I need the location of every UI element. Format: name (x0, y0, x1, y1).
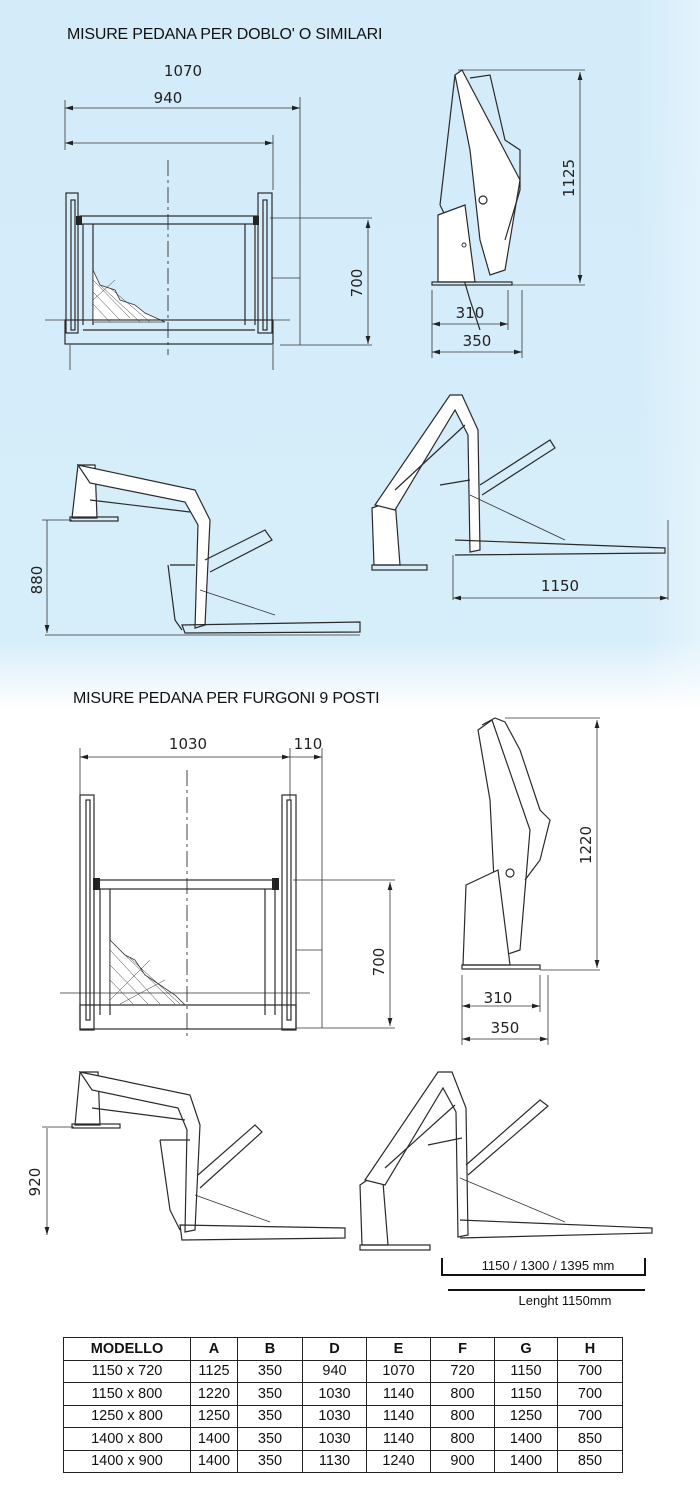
side-view-doblo: 1125 310 350 (431, 69, 585, 358)
dim-depth-inner: 310 (484, 989, 513, 1007)
table-cell-d: 1030 (302, 1404, 367, 1428)
table-cell-modello: 1150 x 720 (63, 1359, 191, 1383)
table-cell-g: 1400 (494, 1449, 558, 1473)
table-cell-b: 350 (237, 1427, 303, 1451)
header-g: G (494, 1337, 558, 1361)
table-cell-b: 350 (237, 1404, 303, 1428)
table-cell-a: 1400 (190, 1449, 238, 1473)
front-view-doblo: 1070 940 700 (45, 62, 372, 370)
table-cell-a: 1220 (190, 1382, 238, 1406)
table-cell-e: 1140 (366, 1382, 431, 1406)
table-cell-e: 1140 (366, 1427, 431, 1451)
table-cell-h: 700 (557, 1382, 623, 1406)
table-cell-f: 800 (430, 1427, 495, 1451)
length-options: 1150 / 1300 / 1395 mm (482, 1258, 615, 1273)
deployed-view-doblo: 880 (28, 464, 361, 636)
length-note: Lenght 1150mm (519, 1293, 612, 1308)
table-cell-modello: 1150 x 800 (63, 1382, 191, 1406)
table-cell-h: 700 (557, 1359, 623, 1383)
side-view-furgoni: 1220 310 350 (461, 717, 600, 1045)
deployed-view-furgoni: 920 (26, 1071, 346, 1241)
table-cell-f: 800 (430, 1404, 495, 1428)
dim-height: 700 (348, 269, 366, 298)
dim-depth-inner: 310 (456, 304, 485, 322)
dim-deployed-height: 920 (26, 1168, 44, 1197)
dim-width-outer: 1070 (164, 62, 202, 80)
table-cell-h: 700 (557, 1404, 623, 1428)
table-cell-a: 1125 (190, 1359, 238, 1383)
dim-deployed-height: 880 (28, 566, 46, 595)
table-cell-e: 1140 (366, 1404, 431, 1428)
dim-width: 1030 (169, 735, 207, 753)
table-header-row: MODELLO A B D E F G H (63, 1337, 623, 1361)
table-cell-e: 1070 (366, 1359, 431, 1383)
deployed-view-doblo-2: 1150 (371, 394, 669, 601)
dim-depth-outer: 350 (491, 1019, 520, 1037)
header-d: D (302, 1337, 367, 1361)
table-cell-b: 350 (237, 1382, 303, 1406)
section-background (0, 0, 700, 720)
table-cell-d: 1130 (302, 1449, 367, 1473)
table-cell-h: 850 (557, 1449, 623, 1473)
table-cell-g: 1400 (494, 1427, 558, 1451)
table-cell-modello: 1250 x 800 (63, 1404, 191, 1428)
table-cell-e: 1240 (366, 1449, 431, 1473)
table-cell-modello: 1400 x 800 (63, 1427, 191, 1451)
table-cell-b: 350 (237, 1359, 303, 1383)
table-cell-b: 350 (237, 1449, 303, 1473)
table-cell-d: 940 (302, 1359, 367, 1383)
dim-height: 700 (370, 948, 388, 977)
table-cell-h: 850 (557, 1427, 623, 1451)
table-cell-g: 1250 (494, 1404, 558, 1428)
table-cell-a: 1400 (190, 1427, 238, 1451)
table-cell-modello: 1400 x 900 (63, 1449, 191, 1473)
header-b: B (237, 1337, 303, 1361)
deployed-view-furgoni-2: 1150 / 1300 / 1395 mm Lenght 1150mm (359, 1071, 653, 1308)
table-cell-f: 900 (430, 1449, 495, 1473)
dim-width-inner: 940 (154, 89, 183, 107)
table-cell-a: 1250 (190, 1404, 238, 1428)
header-f: F (430, 1337, 495, 1361)
header-h: H (557, 1337, 623, 1361)
dim-depth-outer: 350 (463, 332, 492, 350)
header-a: A (190, 1337, 238, 1361)
table-cell-g: 1150 (494, 1359, 558, 1383)
table-cell-d: 1030 (302, 1427, 367, 1451)
section1-title: MISURE PEDANA PER DOBLO' O SIMILARI (67, 26, 383, 43)
table-cell-g: 1150 (494, 1382, 558, 1406)
dim-side-height: 1125 (560, 159, 578, 197)
dim-offset: 110 (294, 735, 323, 753)
section2-title: MISURE PEDANA PER FURGONI 9 POSTI (73, 690, 380, 707)
dim-deployed-length: 1150 (541, 577, 579, 595)
table-cell-f: 800 (430, 1382, 495, 1406)
header-e: E (366, 1337, 431, 1361)
header-modello: MODELLO (63, 1337, 191, 1361)
dim-side-height: 1220 (577, 826, 595, 864)
front-view-furgoni: 1030 110 700 (60, 735, 395, 1040)
table-cell-d: 1030 (302, 1382, 367, 1406)
table-cell-f: 720 (430, 1359, 495, 1383)
